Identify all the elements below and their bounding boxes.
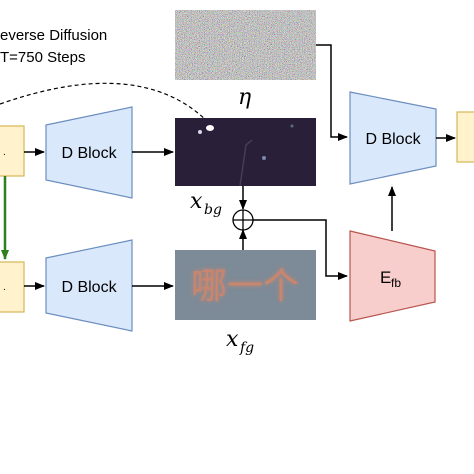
fg-image-glyph: 哪一个 (191, 266, 299, 307)
input-box-top-mark: . (3, 147, 6, 158)
d-block-right-label: D Block (365, 131, 421, 148)
arrow-sum-to-efb (253, 219, 348, 280)
e-fb-label-main: E (380, 268, 391, 287)
d-block-bottom (45, 239, 133, 332)
d-block-bottom-label: D Block (61, 279, 117, 296)
d-block-top (45, 106, 133, 199)
noise-image (175, 10, 316, 80)
bg-image-structure (239, 139, 253, 187)
x-bg-sub: bg (204, 202, 222, 218)
e-fb-label-sub: fb (391, 276, 401, 290)
bg-image-light-2 (198, 130, 202, 134)
e-fb-encoder (349, 230, 436, 322)
x-fg-main: x (226, 327, 239, 352)
fg-image (175, 250, 316, 320)
d-block-top-label: D Block (61, 145, 117, 162)
arrow-noise-to-dblock-right (316, 44, 348, 141)
annotation-line2: T=750 Steps (0, 49, 85, 66)
bg-image-light-1 (206, 125, 214, 131)
d-block-right (349, 91, 437, 185)
bg-image-light-3 (262, 156, 266, 160)
fg-image-glyph-blur: 哪一个 (191, 266, 299, 307)
bg-image-light-4 (290, 124, 294, 128)
annotation-line1: everse Diffusion (0, 27, 107, 44)
input-box-bottom (0, 261, 25, 313)
x-bg-main: x (190, 189, 203, 214)
reverse-diffusion-dashed-path (0, 82, 209, 123)
output-box (456, 111, 474, 163)
eta-symbol: η (238, 85, 251, 110)
x-fg-sub: fg (239, 340, 254, 356)
input-box-top (0, 125, 25, 177)
input-box-bottom-mark: . (3, 282, 6, 293)
